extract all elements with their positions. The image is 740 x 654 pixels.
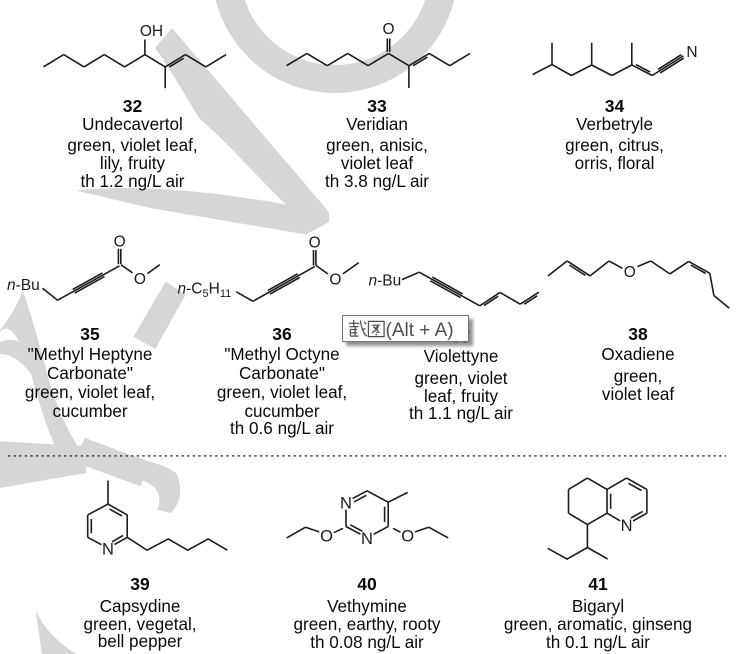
svg-text:O: O [309,235,321,252]
svg-text:N: N [686,44,697,61]
svg-text:N: N [361,530,373,548]
svg-text:O: O [134,271,146,288]
svg-text:O: O [329,271,341,288]
svg-text:N: N [621,517,633,535]
svg-text:n-C5H11: n-C5H11 [178,281,232,301]
svg-text:n-Bu: n-Bu [7,277,40,294]
svg-text:N: N [340,494,352,512]
svg-text:O: O [320,527,333,545]
svg-text:O: O [401,527,414,545]
svg-text:N: N [102,541,114,559]
svg-text:O: O [114,233,126,250]
svg-text:O: O [624,264,636,281]
svg-text:n-Bu: n-Bu [369,272,402,289]
svg-text:OH: OH [140,23,163,40]
svg-text:O: O [382,21,394,38]
